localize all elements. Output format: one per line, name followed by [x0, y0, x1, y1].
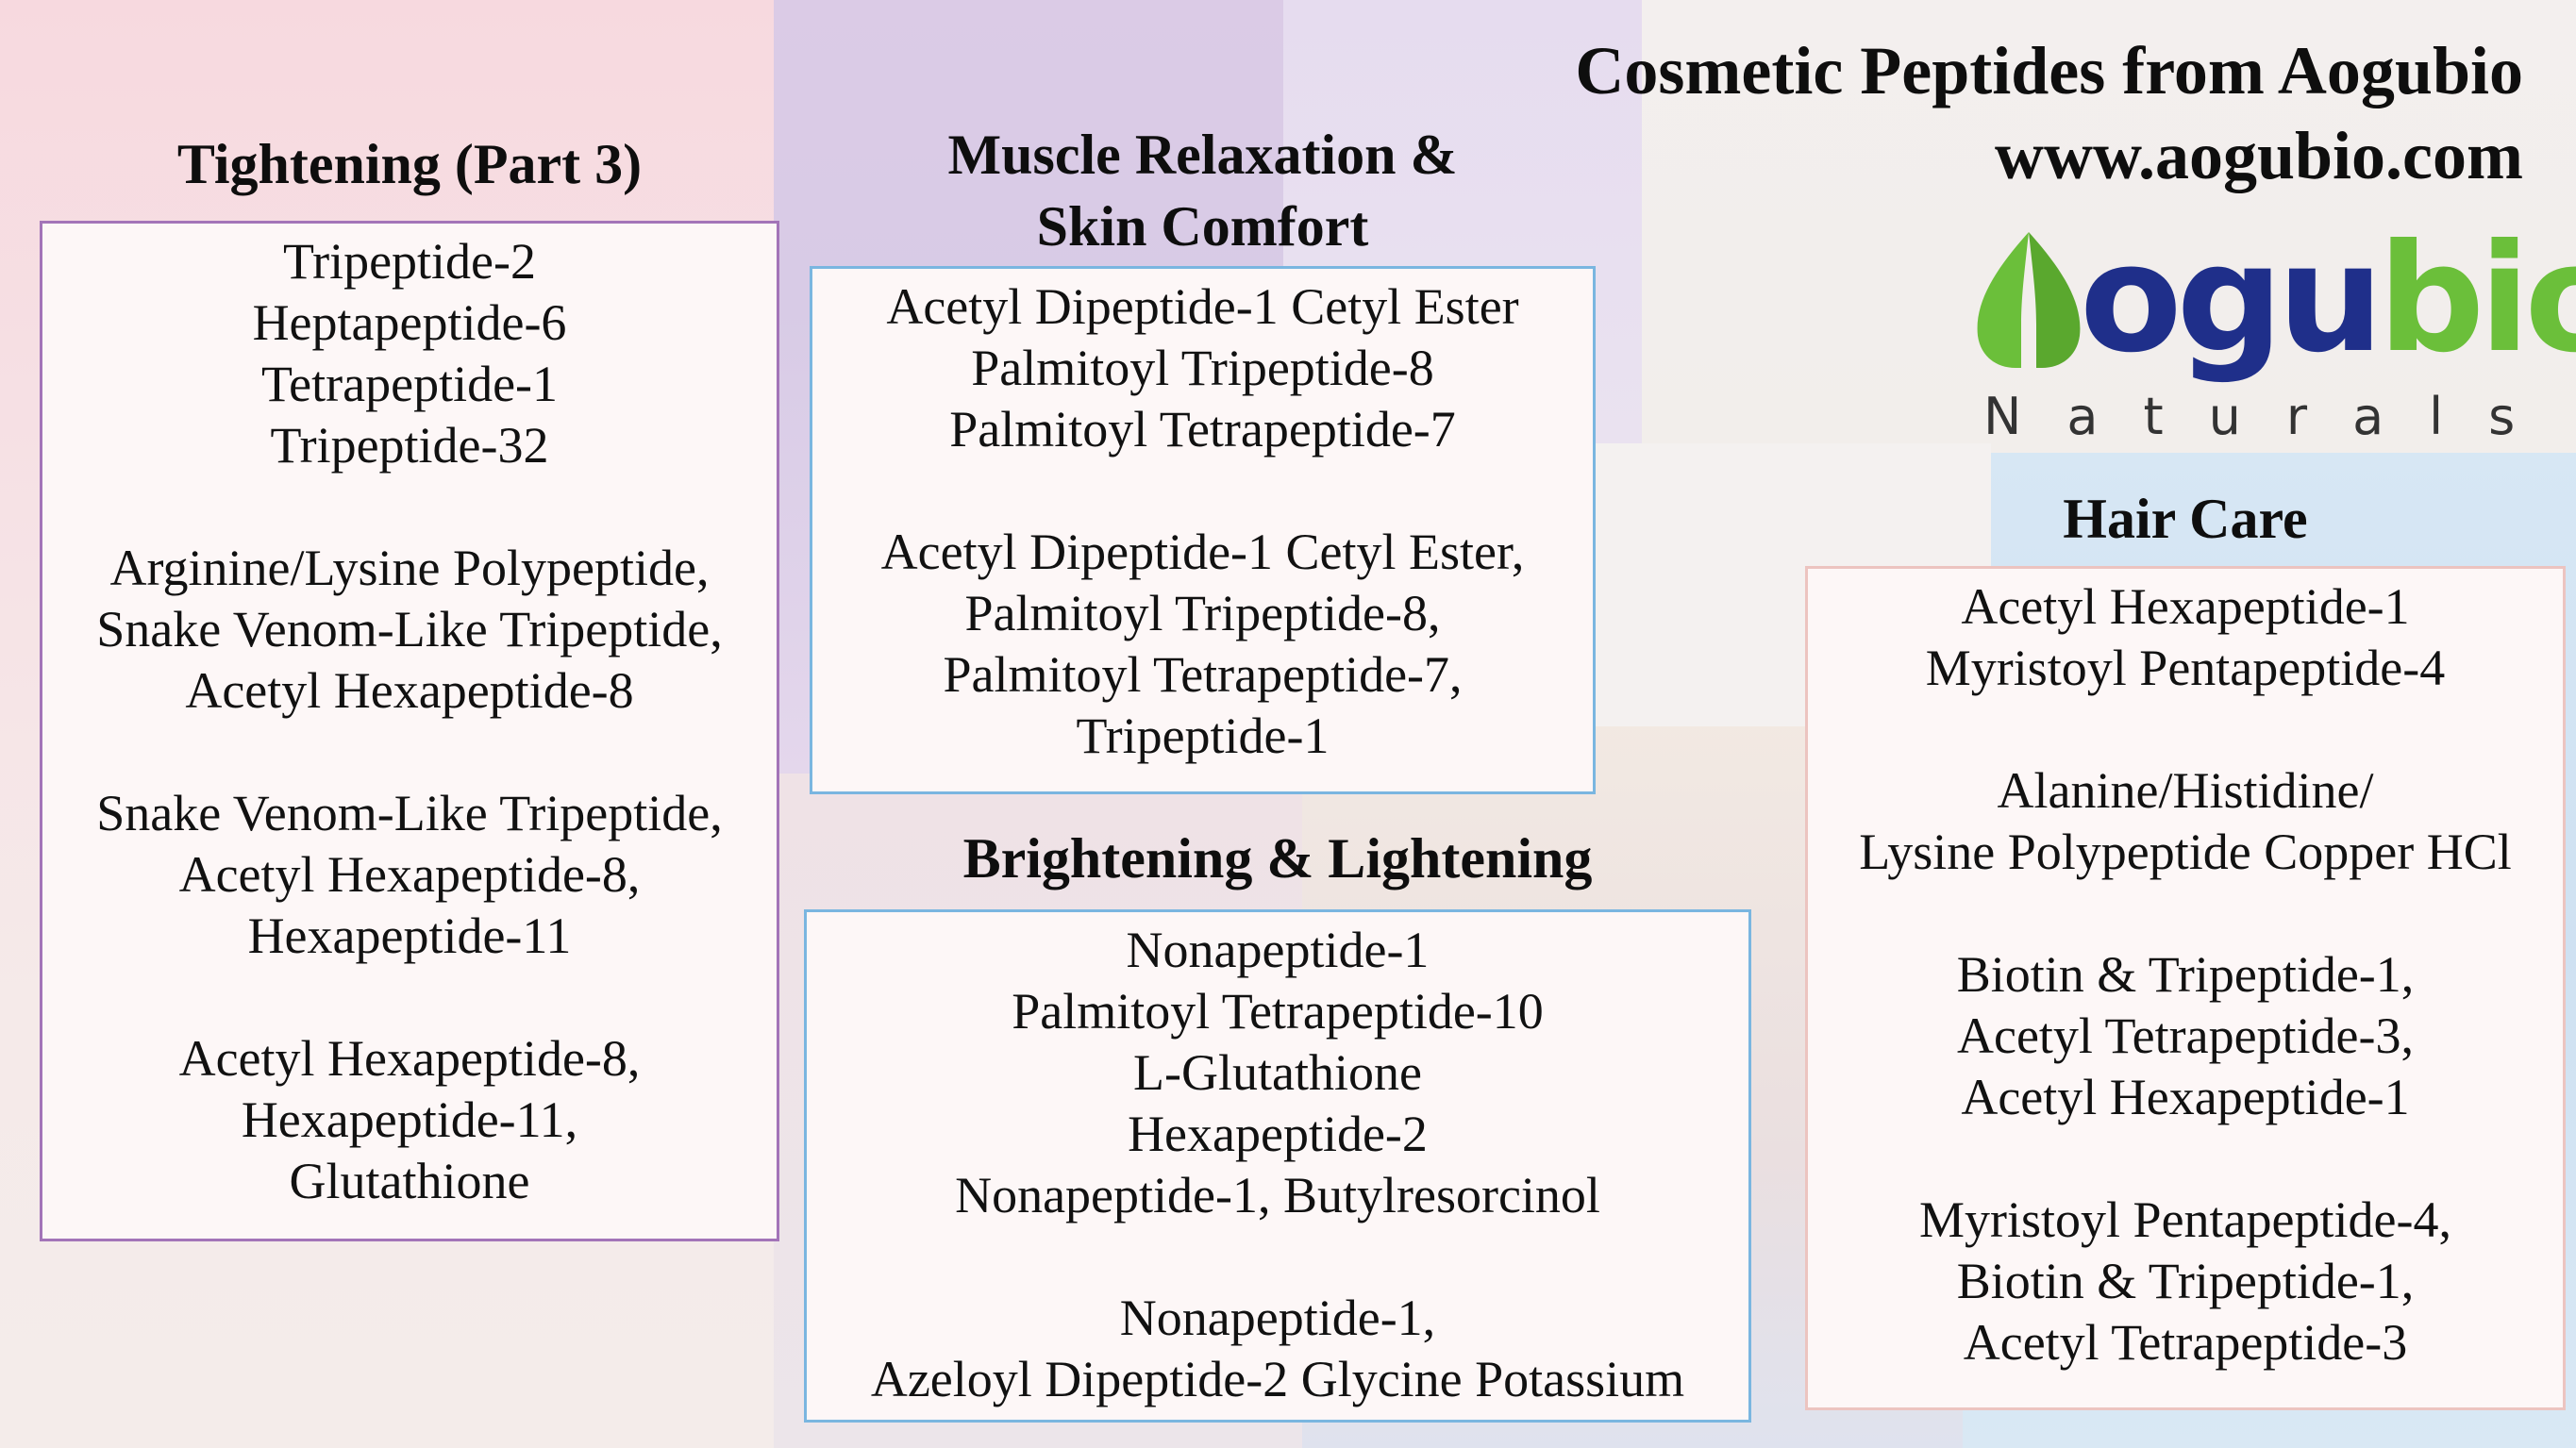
peptide-group: Alanine/Histidine/Lysine Polypeptide Cop…: [1808, 760, 2563, 883]
peptide-item: Snake Venom-Like Tripeptide,: [96, 601, 723, 657]
peptide-item: Nonapeptide-1: [1126, 922, 1430, 978]
peptide-item: Biotin & Tripeptide-1,: [1956, 1253, 2415, 1309]
peptide-item: Acetyl Hexapeptide-1: [1961, 1069, 2410, 1125]
logo-word-part1: ogu: [2080, 212, 2384, 386]
peptide-item: Myristoyl Pentapeptide-4,: [1919, 1191, 2451, 1248]
peptide-item: Palmitoyl Tetrapeptide-7: [949, 401, 1456, 458]
peptide-item: Glutathione: [289, 1153, 530, 1209]
peptide-item: Arginine/Lysine Polypeptide,: [109, 540, 710, 596]
peptide-group: Myristoyl Pentapeptide-4,Biotin & Tripep…: [1808, 1190, 2563, 1373]
title-block: Cosmetic Peptides from Aogubio www.aogub…: [1575, 28, 2523, 198]
peptide-item: Acetyl Dipeptide-1 Cetyl Ester,: [880, 524, 1525, 580]
peptide-group: Acetyl Hexapeptide-8,Hexapeptide-11,Glut…: [42, 1028, 777, 1212]
hair-heading: Hair Care: [2063, 488, 2308, 550]
peptide-item: Azeloyl Dipeptide-2 Glycine Potassium: [870, 1351, 1685, 1407]
peptide-item: Hexapeptide-11,: [241, 1091, 578, 1148]
muscle-heading: Muscle Relaxation & Skin Comfort: [810, 119, 1596, 262]
logo-tagline: Naturals: [1983, 387, 2561, 446]
peptide-item: Acetyl Dipeptide-1 Cetyl Ester: [886, 278, 1519, 335]
peptide-item: Palmitoyl Tripeptide-8,: [964, 585, 1441, 641]
peptide-item: Alanine/Histidine/: [1997, 762, 2374, 819]
brightening-heading: Brightening & Lightening: [962, 827, 1593, 890]
website-url: www.aogubio.com: [1994, 118, 2523, 193]
peptide-group: Biotin & Tripeptide-1,Acetyl Tetrapeptid…: [1808, 944, 2563, 1128]
peptide-item: Hexapeptide-2: [1128, 1106, 1428, 1162]
peptide-item: Acetyl Tetrapeptide-3: [1963, 1314, 2408, 1371]
leaf-icon: [1977, 232, 2081, 368]
peptide-item: Nonapeptide-1, Butylresorcinol: [955, 1167, 1600, 1223]
peptide-item: Tetrapeptide-1: [260, 356, 559, 412]
peptide-item: Acetyl Hexapeptide-1: [1961, 578, 2410, 635]
peptide-item: Hexapeptide-11: [247, 907, 572, 964]
logo-word-part2: bio: [2378, 212, 2576, 386]
peptide-item: Lysine Polypeptide Copper HCl: [1859, 824, 2512, 880]
peptide-item: Heptapeptide-6: [252, 294, 567, 351]
peptide-item: Palmitoyl Tetrapeptide-7,: [943, 646, 1463, 703]
peptide-group: Arginine/Lysine Polypeptide,Snake Venom-…: [42, 538, 777, 722]
peptide-item: Biotin & Tripeptide-1,: [1956, 946, 2415, 1003]
peptide-item: Tripeptide-1: [1076, 707, 1330, 764]
muscle-heading-line1: Muscle Relaxation &: [947, 124, 1458, 186]
peptide-item: Tripeptide-32: [270, 417, 549, 474]
peptide-item: Acetyl Hexapeptide-8,: [178, 846, 641, 903]
peptide-item: Snake Venom-Like Tripeptide,: [96, 785, 723, 841]
logo-wordmark: ogubio: [2080, 209, 2576, 389]
tightening-heading: Tightening (Part 3): [176, 133, 643, 195]
peptide-item: Tripeptide-2: [283, 233, 536, 290]
peptide-group: Snake Venom-Like Tripeptide,Acetyl Hexap…: [42, 783, 777, 967]
peptide-group: Acetyl Dipeptide-1 Cetyl Ester,Palmitoyl…: [812, 522, 1593, 767]
aogubio-logo: ogubio Naturals: [1963, 212, 2576, 449]
page-title: Cosmetic Peptides from Aogubio: [1575, 33, 2523, 108]
peptide-item: Nonapeptide-1,: [1119, 1290, 1436, 1346]
muscle-heading-line2: Skin Comfort: [1036, 195, 1369, 258]
peptide-group: Nonapeptide-1,Azeloyl Dipeptide-2 Glycin…: [807, 1288, 1748, 1410]
peptide-item: L-Glutathione: [1133, 1044, 1422, 1101]
peptide-item: Myristoyl Pentapeptide-4: [1925, 640, 2446, 696]
peptide-item: Acetyl Hexapeptide-8: [185, 662, 634, 719]
peptide-item: Acetyl Hexapeptide-8,: [178, 1030, 641, 1087]
peptide-item: Palmitoyl Tetrapeptide-10: [1012, 983, 1544, 1040]
peptide-item: Palmitoyl Tripeptide-8: [971, 340, 1434, 396]
peptide-item: Acetyl Tetrapeptide-3,: [1956, 1007, 2415, 1064]
